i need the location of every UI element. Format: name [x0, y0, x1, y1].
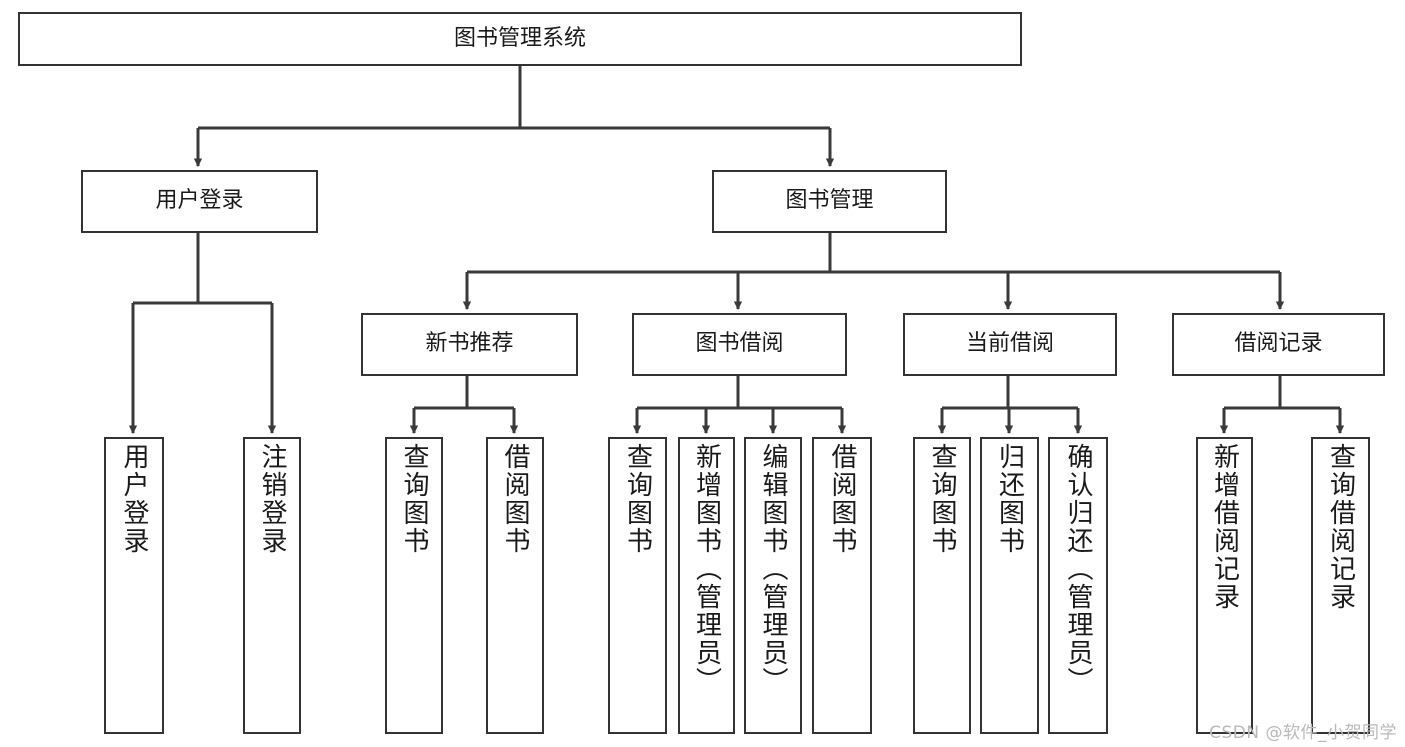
node-leaf-edit-book[interactable]: 编辑图书（管理员）: [744, 437, 802, 734]
node-user-login[interactable]: 用户登录: [81, 170, 318, 233]
node-book-borrow-label: 图书借阅: [695, 331, 784, 357]
node-book-borrow[interactable]: 图书借阅: [632, 313, 847, 376]
node-root[interactable]: 图书管理系统: [18, 12, 1022, 66]
node-leaf-confirm-return[interactable]: 确认归还（管理员）: [1048, 437, 1108, 734]
node-leaf-confirm-return-label: 确认归还（管理员）: [1063, 443, 1093, 695]
node-leaf-borrow-book-2-label: 借阅图书: [827, 443, 857, 555]
node-leaf-add-book[interactable]: 新增图书（管理员）: [678, 437, 735, 734]
node-leaf-query-book-1[interactable]: 查询图书: [385, 437, 443, 734]
node-leaf-edit-book-label: 编辑图书（管理员）: [758, 443, 788, 695]
node-leaf-query-record[interactable]: 查询借阅记录: [1311, 437, 1370, 734]
node-leaf-borrow-book-1[interactable]: 借阅图书: [486, 437, 544, 734]
node-user-login-label: 用户登录: [155, 188, 244, 214]
node-current-borrow-label: 当前借阅: [965, 331, 1054, 357]
node-book-management[interactable]: 图书管理: [712, 170, 947, 233]
node-leaf-query-record-label: 查询借阅记录: [1325, 443, 1356, 611]
node-leaf-user-logout-label: 注销登录: [257, 443, 287, 555]
node-leaf-query-book-3-label: 查询图书: [927, 443, 957, 555]
node-leaf-query-book-2-label: 查询图书: [622, 443, 653, 555]
node-leaf-user-login-label: 用户登录: [119, 443, 149, 555]
node-leaf-return-book-label: 归还图书: [994, 443, 1025, 555]
node-new-book-recommend[interactable]: 新书推荐: [361, 313, 578, 376]
node-root-label: 图书管理系统: [453, 25, 586, 51]
node-borrow-record-label: 借阅记录: [1234, 331, 1323, 357]
node-leaf-return-book[interactable]: 归还图书: [980, 437, 1039, 734]
node-leaf-add-book-label: 新增图书（管理员）: [691, 443, 722, 695]
node-borrow-record[interactable]: 借阅记录: [1172, 313, 1385, 376]
node-leaf-add-record[interactable]: 新增借阅记录: [1196, 437, 1253, 734]
node-leaf-borrow-book-2[interactable]: 借阅图书: [812, 437, 872, 734]
node-leaf-user-logout[interactable]: 注销登录: [243, 437, 301, 734]
node-leaf-query-book-3[interactable]: 查询图书: [913, 437, 971, 734]
node-leaf-query-book-1-label: 查询图书: [399, 443, 429, 555]
node-leaf-borrow-book-1-label: 借阅图书: [500, 443, 530, 555]
node-leaf-query-book-2[interactable]: 查询图书: [608, 437, 667, 734]
node-new-book-recommend-label: 新书推荐: [425, 331, 514, 357]
node-current-borrow[interactable]: 当前借阅: [903, 313, 1117, 376]
node-book-management-label: 图书管理: [785, 188, 874, 214]
node-leaf-user-login[interactable]: 用户登录: [104, 437, 164, 734]
node-leaf-add-record-label: 新增借阅记录: [1209, 443, 1240, 611]
